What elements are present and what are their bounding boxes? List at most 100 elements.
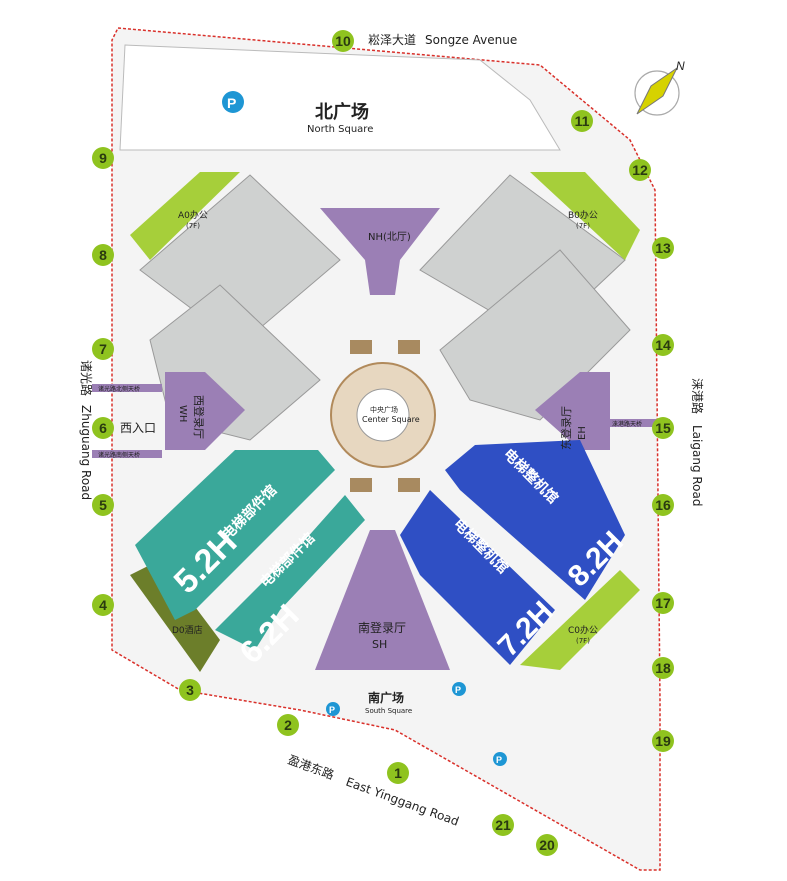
gate-5-label: 5 — [99, 497, 107, 513]
gate-10-label: 10 — [335, 33, 351, 49]
eh-cn: 东登录厅 — [559, 406, 573, 450]
gate-16-label: 16 — [655, 497, 671, 513]
gate-9-label: 9 — [99, 150, 107, 166]
office-b0-floors: (7F) — [576, 222, 590, 230]
road-songze-cn: 崧泽大道 — [368, 33, 416, 47]
parking-south-west — [326, 702, 340, 716]
gate-7-marker[interactable] — [92, 338, 114, 360]
gate-3-marker[interactable] — [179, 679, 201, 701]
lobbies — [165, 208, 610, 670]
gate-17-marker[interactable] — [652, 592, 674, 614]
brown-blocks — [350, 340, 420, 492]
gate-4-marker[interactable] — [92, 594, 114, 616]
gate-2-label: 2 — [284, 717, 292, 733]
gate-11-marker[interactable] — [571, 110, 593, 132]
parking-south-east — [452, 682, 466, 696]
gate-13-marker[interactable] — [652, 237, 674, 259]
gate-3-label: 3 — [186, 682, 194, 698]
lawn-b0 — [530, 172, 640, 260]
center-core — [356, 388, 410, 442]
gate-15-label: 15 — [655, 420, 671, 436]
gate-11-label: 11 — [575, 113, 590, 129]
parking-icons: P P P P — [222, 91, 507, 766]
hall-8-2h[interactable]: 8.2H 电梯整机馆 — [445, 440, 630, 600]
brown-block — [398, 478, 420, 492]
gate-21-label: 21 — [495, 817, 511, 833]
road-zhuguang-en: Zhuguang Road — [79, 405, 93, 500]
lobby-eh — [535, 372, 610, 450]
gate-16-marker[interactable] — [652, 494, 674, 516]
gate-13-label: 13 — [655, 240, 671, 256]
gate-9-marker[interactable] — [92, 147, 114, 169]
gate-1-marker[interactable] — [387, 762, 409, 784]
gate-4-label: 4 — [99, 597, 107, 613]
gate-6-label: 6 — [99, 420, 107, 436]
lobby-sh — [315, 530, 450, 670]
gate-12-marker[interactable] — [629, 159, 651, 181]
north-square-en: North Square — [307, 124, 373, 135]
west-entrance: 西入口 — [120, 421, 156, 435]
wh-cn: 西登录厅 — [192, 395, 206, 439]
office-c0-floors: (7F) — [576, 637, 590, 645]
gate-5-marker[interactable] — [92, 494, 114, 516]
gate-20-marker[interactable] — [536, 834, 558, 856]
center-square-en: Center Square — [362, 415, 420, 424]
gate-8-label: 8 — [99, 247, 107, 263]
compass-ring — [634, 70, 680, 116]
compass-label: N — [676, 59, 685, 73]
gate-7-label: 7 — [99, 341, 107, 357]
road-songze-en: Songze Avenue — [425, 33, 517, 47]
hall-7-2h-shape — [400, 490, 555, 665]
parking-south-east-label: P — [455, 685, 461, 695]
office-d0-name: D0酒店 — [172, 624, 203, 636]
north-square-outline — [119, 44, 561, 151]
bridge-east: 涞港路天桥 — [612, 420, 642, 428]
gate-19-label: 19 — [655, 733, 671, 749]
gate-21-marker[interactable] — [492, 814, 514, 836]
gate-14-label: 14 — [655, 337, 671, 353]
road-laigang-en: Laigang Road — [690, 425, 704, 507]
gate-6-marker[interactable] — [92, 417, 114, 439]
road-laigang-cn: 涞港路 — [690, 378, 705, 414]
gate-15-marker[interactable] — [652, 417, 674, 439]
gate-14-marker[interactable] — [652, 334, 674, 356]
parking-north — [222, 91, 244, 113]
center-square-area — [330, 340, 436, 492]
office-b0-name: B0办公 — [568, 209, 598, 221]
parking-north-label: P — [227, 95, 236, 111]
road-zhuguang-cn: 诸光路 — [79, 360, 94, 396]
brown-block — [350, 478, 372, 492]
eh-en: EH — [577, 426, 588, 440]
hall-8-2h-shape — [445, 440, 625, 600]
gate-10-marker[interactable] — [332, 30, 354, 52]
parking-far-south-east — [493, 752, 507, 766]
bridge-west-north-bar — [92, 384, 162, 392]
road-yinggang-cn: 盈港东路 — [286, 752, 336, 783]
office-a0-name: A0办公 — [178, 209, 208, 221]
gate-1-label: 1 — [394, 765, 402, 781]
nh-label: NH(北厅) — [368, 231, 411, 243]
brown-block — [398, 340, 420, 354]
north-square-cn: 北广场 — [315, 101, 369, 123]
gate-8-marker[interactable] — [92, 244, 114, 266]
sh-cn: 南登录厅 — [358, 620, 406, 635]
compass-needle — [636, 67, 678, 115]
gate-18-marker[interactable] — [652, 657, 674, 679]
gate-12-label: 12 — [632, 162, 648, 178]
parking-south-west-label: P — [329, 705, 335, 715]
wh-en: WH — [177, 405, 188, 422]
bridge-west-north: 诸光路北侧天桥 — [98, 385, 140, 393]
lobby-nh — [320, 208, 440, 295]
gate-20-label: 20 — [539, 837, 555, 853]
gate-19-marker[interactable] — [652, 730, 674, 752]
office-a0-floors: (7F) — [186, 222, 200, 230]
bridge-west-south: 诸光路南侧天桥 — [98, 451, 140, 459]
gate-2-marker[interactable] — [277, 714, 299, 736]
bridge-east-bar — [608, 419, 670, 427]
office-c0-name: C0办公 — [568, 624, 598, 636]
compass-icon: N — [634, 59, 685, 116]
hall-5-2h-shape — [135, 450, 335, 620]
hall-6-2h-shape — [215, 495, 365, 650]
